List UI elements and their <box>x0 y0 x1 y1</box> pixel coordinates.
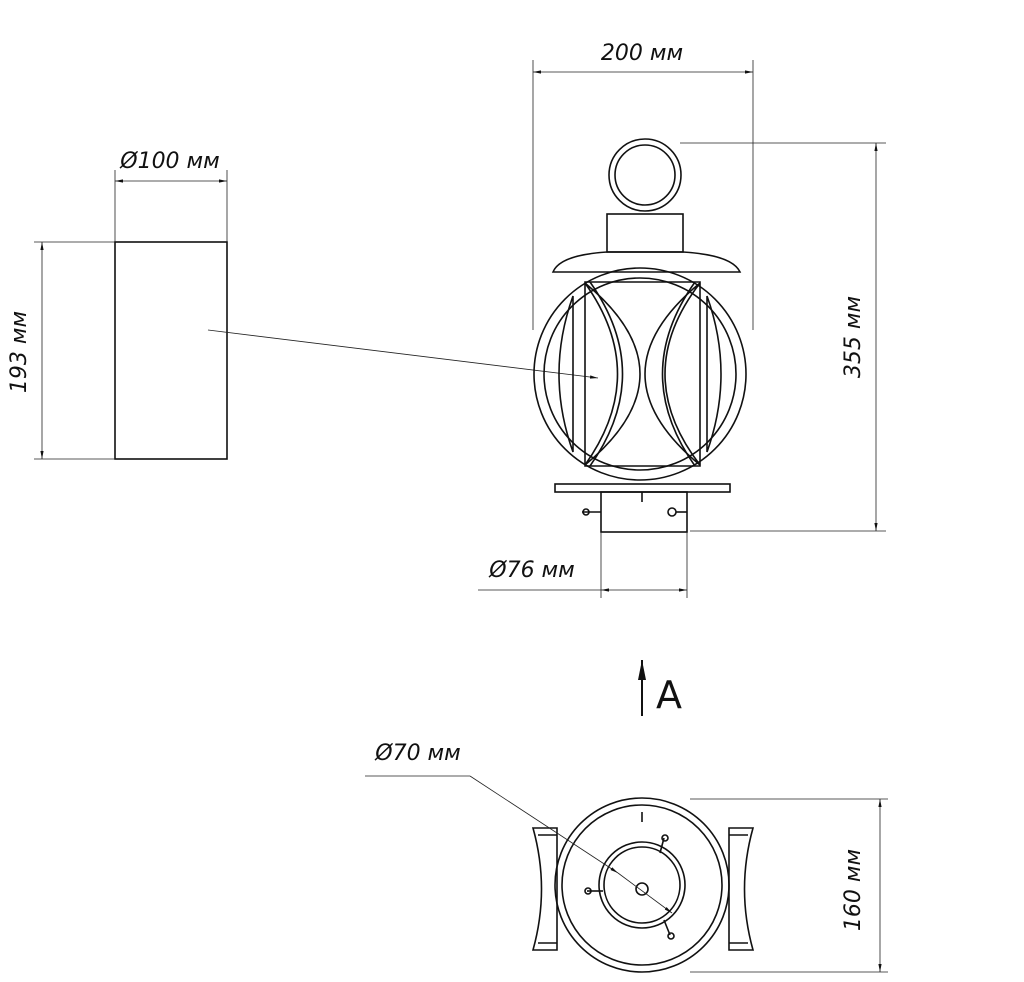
bolt-icon <box>582 508 601 516</box>
cylinder-height-label: 193 мм <box>7 311 32 393</box>
cylinder-section <box>114 241 228 460</box>
leader-line <box>207 329 599 379</box>
lantern-width-label: 200 мм <box>601 41 683 66</box>
bolt-icon <box>659 834 669 854</box>
pipe-diameter-label: Ø76 мм <box>488 558 575 583</box>
pipe-diameter-dimension: Ø76 мм <box>478 532 688 598</box>
bottom-depth-dimension: 160 мм <box>690 798 888 973</box>
view-marker-label: A <box>656 673 682 717</box>
lantern-bottom-view <box>531 797 755 973</box>
bolt-icon <box>667 507 687 517</box>
lantern-front-view <box>533 138 747 533</box>
bolt-icon <box>663 919 675 940</box>
lantern-width-dimension: 200 мм <box>532 41 754 330</box>
bottom-depth-label: 160 мм <box>841 849 866 931</box>
inner-diameter-dimension: Ø70 мм <box>365 741 673 914</box>
cylinder-height-dimension: 193 мм <box>7 241 115 460</box>
lantern-height-label: 355 мм <box>841 296 866 378</box>
bolt-icon <box>584 887 603 895</box>
inner-diameter-label: Ø70 мм <box>374 741 461 766</box>
cylinder-diameter-dimension: Ø100 мм <box>114 149 228 242</box>
lantern-height-dimension: 355 мм <box>680 142 886 532</box>
view-marker: A <box>638 660 682 717</box>
cylinder-diameter-label: Ø100 мм <box>119 149 220 174</box>
